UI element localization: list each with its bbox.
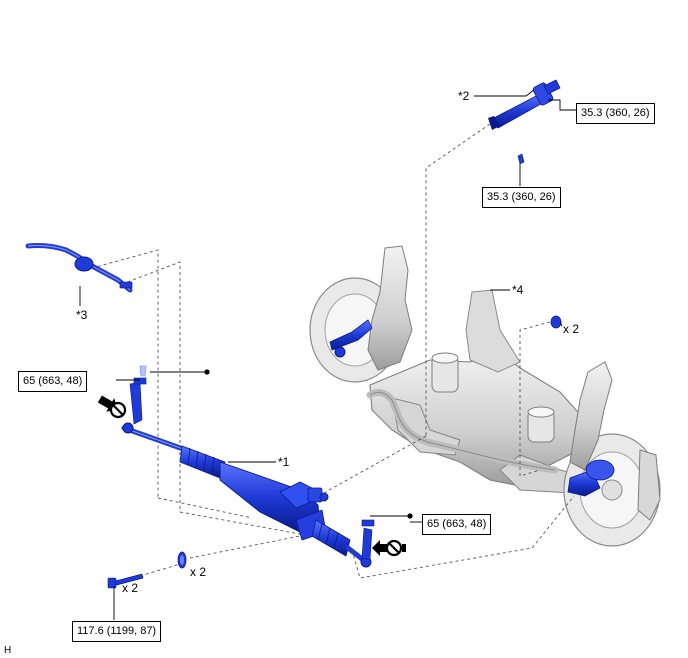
- callout-part-1: *1: [278, 455, 290, 469]
- mounting-bolt: [107, 573, 144, 589]
- callout-part-4: *4: [512, 283, 524, 297]
- assembly-guide-lines: [91, 123, 575, 579]
- left-tie-rod-end-installed: [329, 319, 373, 351]
- torque-spec-bottom: 117.6 (1199, 87): [72, 621, 162, 642]
- callout-part-3: *3: [76, 308, 88, 322]
- left-rack-boot: [179, 445, 226, 479]
- shaft-bolt: [517, 153, 525, 165]
- figure-code: H: [4, 645, 12, 656]
- suspension-crossmember: [309, 245, 661, 547]
- torque-spec-right: 65 (663, 48): [422, 514, 492, 535]
- do-not-reuse-icon: [372, 539, 406, 557]
- steering-gear-assembly: [121, 422, 372, 568]
- mount-nut: [550, 315, 562, 329]
- leader-lines: [79, 89, 576, 620]
- do-not-reuse-icon: [97, 395, 127, 419]
- torque-spec-left: 65 (663, 48): [18, 371, 88, 392]
- quantity-mount-nut: x 2: [563, 322, 580, 336]
- left-steering-knuckle: [367, 245, 413, 371]
- assembly-highlights: [329, 319, 615, 497]
- quantity-grommet: x 2: [190, 565, 207, 579]
- right-rack-boot: [311, 519, 351, 557]
- torque-spec-upper-a: 35.3 (360, 26): [576, 103, 655, 124]
- quantity-bolt: x 2: [122, 581, 139, 595]
- new-part-bullet: [204, 369, 210, 375]
- torque-spec-upper-b: 35.3 (360, 26): [482, 187, 561, 208]
- left-tie-rod-end: [129, 365, 147, 425]
- right-tie-rod-end: [361, 519, 375, 561]
- new-part-bullet: [407, 513, 413, 519]
- stabilizer-link: [25, 243, 133, 293]
- callout-part-2: *2: [458, 89, 470, 103]
- right-steering-knuckle: [569, 361, 613, 471]
- steering-intermediate-shaft: [488, 79, 561, 130]
